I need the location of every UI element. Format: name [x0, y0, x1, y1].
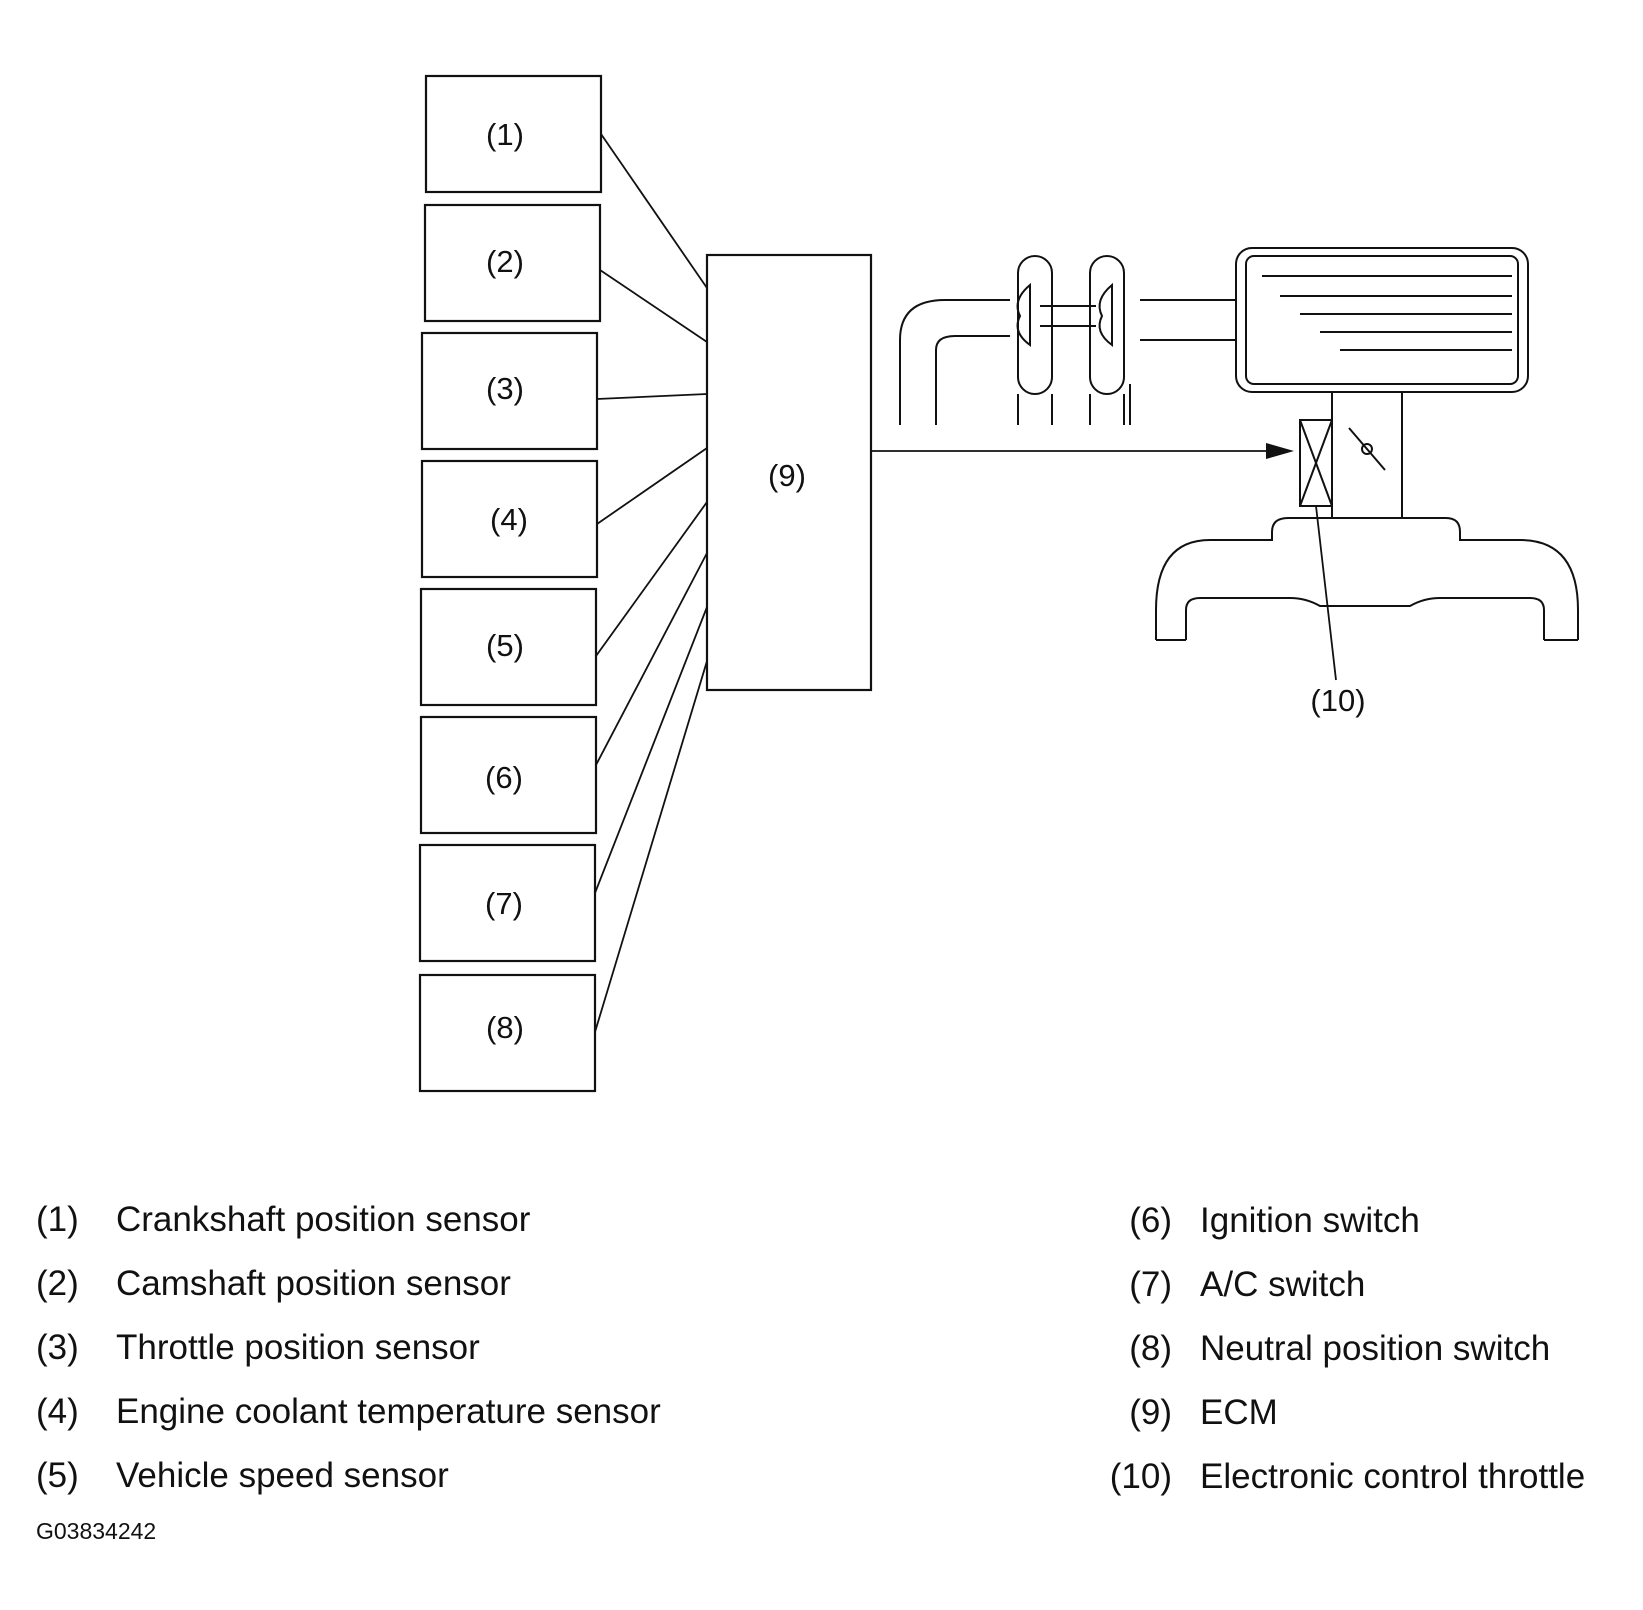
figure-code: G03834242 [36, 1518, 157, 1544]
ecm-box-label: (9) [768, 458, 806, 493]
ecm-box: (9) [705, 253, 873, 692]
sensor-box-4: (4) [420, 459, 599, 579]
sensor-box-4-label: (4) [490, 502, 528, 537]
wire-8 [594, 660, 708, 1033]
legend-item: (8) Neutral position switch [1080, 1329, 1640, 1393]
legend-item: (3) Throttle position sensor [36, 1328, 796, 1392]
sensor-box-2: (2) [423, 203, 602, 323]
legend-item: (4) Engine coolant temperature sensor [36, 1392, 796, 1456]
legend-item: (1) Crankshaft position sensor [36, 1200, 796, 1264]
legend-text: Throttle position sensor [116, 1328, 480, 1367]
legend-number: (5) [36, 1456, 79, 1495]
sensor-box-7: (7) [418, 843, 597, 963]
legend-item: (2) Camshaft position sensor [36, 1264, 796, 1328]
throttle-callout-label: (10) [1310, 683, 1365, 718]
sensor-box-8-label: (8) [486, 1010, 524, 1045]
legend-item: (9) ECM [1080, 1393, 1640, 1457]
legend-number: (1) [36, 1200, 79, 1239]
legend-text: Neutral position switch [1200, 1329, 1551, 1368]
legend-text: A/C switch [1200, 1265, 1366, 1304]
sensor-box-8: (8) [418, 973, 597, 1093]
throttle-callout-leader [1315, 505, 1337, 681]
legend-item: (6) Ignition switch [1080, 1201, 1640, 1265]
legend-left: (1) Crankshaft position sensor (2) Camshaf… [36, 1200, 796, 1520]
sensor-box-2-label: (2) [486, 244, 524, 279]
wire-2 [599, 269, 708, 343]
ecm-output-arrow [871, 443, 1294, 459]
legend-number: (4) [36, 1392, 79, 1431]
legend-item: (5) Vehicle speed sensor [36, 1456, 796, 1520]
legend-item: (10) Electronic control throttle [1080, 1457, 1640, 1521]
wire-6 [595, 552, 708, 766]
legend-text: Vehicle speed sensor [116, 1456, 449, 1495]
sensor-box-3-label: (3) [486, 371, 524, 406]
legend-number: (9) [1129, 1393, 1172, 1432]
sensor-box-1-label: (1) [486, 117, 524, 152]
legend-number: (7) [1129, 1265, 1172, 1304]
sensor-wires [594, 133, 708, 1033]
sensor-box-6-label: (6) [485, 760, 523, 795]
legend-text: Engine coolant temperature sensor [116, 1392, 661, 1431]
legend-text: Electronic control throttle [1200, 1457, 1586, 1496]
legend-text: Camshaft position sensor [116, 1264, 511, 1303]
legend-text: Ignition switch [1200, 1201, 1420, 1240]
wire-1 [600, 133, 708, 289]
sensor-box-5: (5) [419, 587, 598, 707]
legend-number: (2) [36, 1264, 79, 1303]
wire-7 [594, 606, 708, 894]
intake-system [899, 247, 1579, 681]
legend-text: Crankshaft position sensor [116, 1200, 531, 1239]
legend-text: ECM [1200, 1393, 1278, 1432]
sensor-box-5-label: (5) [486, 628, 524, 663]
sensor-box-1: (1) [424, 74, 603, 194]
legend-number: (3) [36, 1328, 79, 1367]
sensor-box-7-label: (7) [485, 886, 523, 921]
legend-number: (6) [1129, 1201, 1172, 1240]
sensor-box-3: (3) [420, 331, 599, 451]
sensor-box-6: (6) [419, 715, 598, 835]
legend-right: (6) Ignition switch (7) A/C switch (8) Neut… [1080, 1201, 1640, 1521]
legend-item: (7) A/C switch [1080, 1265, 1640, 1329]
wire-4 [596, 447, 708, 525]
wire-5 [595, 501, 708, 657]
legend-number: (8) [1129, 1329, 1172, 1368]
wire-3 [596, 393, 708, 400]
legend-number: (10) [1109, 1457, 1172, 1496]
